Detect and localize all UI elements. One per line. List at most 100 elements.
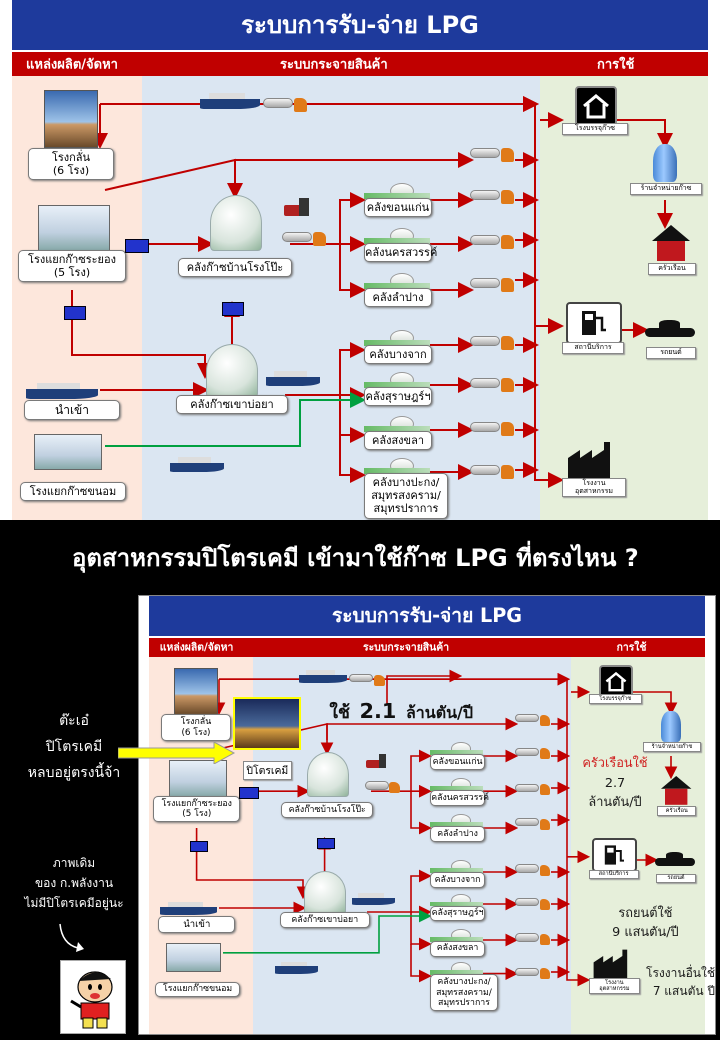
flow-khanom-green (105, 392, 366, 447)
truck-r1-tank (470, 147, 500, 158)
section-usage: การใช้ (597, 57, 635, 73)
import-ship (26, 377, 98, 399)
industry-label-line-1: อุตสาหกรรม (575, 486, 613, 495)
truck-r1-cab (500, 148, 514, 162)
car-icon (645, 320, 695, 340)
bangpakong: คลังบางปะกง/สมุทรสงคราม/สมุทรปราการ (430, 974, 498, 1012)
car-bottom (655, 858, 695, 866)
train-body (366, 759, 382, 769)
house-icon (652, 225, 690, 261)
truck-top (349, 673, 385, 686)
suratthani: คลังสุราษฎร์ฯ (364, 387, 432, 407)
flow-to-bangchak (285, 342, 366, 396)
bangchak-base (430, 868, 483, 873)
gas-station-icon (591, 837, 638, 872)
khaoboya-sphere-icon (303, 871, 346, 915)
shop-label-line-0: ร้านจำหน่ายก๊าซ (640, 184, 692, 192)
refinery-image (44, 90, 98, 148)
truck-r8 (470, 463, 514, 479)
car-icon (655, 852, 695, 868)
ship-low-deck (178, 457, 211, 463)
car-bottom (645, 328, 695, 337)
flow-to-lampang (339, 244, 366, 298)
bangchak: คลังบางจาก (430, 872, 485, 888)
pipeline-khaoboya-banrongpo (222, 302, 244, 316)
refinery-label-line-0: โรงกลั่น (180, 716, 212, 727)
truck-r8-cab (539, 968, 551, 980)
truck-r1-tank (515, 714, 539, 723)
truck-r4 (470, 276, 514, 292)
truck-mid-tank (282, 231, 312, 242)
house-roof (660, 776, 691, 789)
ship-mid-hull (351, 897, 395, 905)
khonkaen-base (364, 193, 430, 199)
ship-low (275, 958, 319, 974)
warehouse-icon (575, 86, 617, 126)
truck-r2-cab (500, 190, 514, 204)
section-header-bar: แหล่งผลิต/จัดหาระบบกระจายสินค้าการใช้ (12, 52, 708, 76)
khonkaen-line-0: คลังขอนแก่น (366, 201, 430, 214)
nakhonsawan-base (364, 238, 430, 244)
cartoon-character-image (60, 960, 126, 1034)
khonkaen-base (430, 750, 483, 756)
truck-r1 (515, 713, 551, 726)
section-sources: แหล่งผลิต/จัดหา (159, 641, 234, 654)
import-label-line-0: นำเข้า (55, 403, 89, 417)
petrochem-usage-prefix: ใช้ (329, 703, 350, 724)
pipeline-rayong-khaoboya (190, 840, 209, 853)
section-usage: การใช้ (616, 641, 647, 654)
truck-r5-cab (500, 336, 514, 350)
train-cab (299, 198, 310, 216)
import-label: นำเข้า (158, 916, 236, 933)
import-ship (159, 898, 218, 916)
shop-label: ร้านจำหน่ายก๊าซ (630, 183, 702, 195)
ship-top-deck (306, 670, 335, 676)
ship-top-hull (200, 99, 260, 109)
car-usage-line-2: 9 แสนตัน/ปี (612, 925, 679, 941)
car-label-line-0: รถยนต์ (660, 348, 682, 356)
ship-mid-hull (266, 377, 320, 386)
flow-lines (195, 669, 678, 987)
note-line-3: ไม่มีปิโตรเคมีอยู่นะ (24, 896, 124, 910)
ship-low-hull (275, 966, 319, 974)
station-label-line-0: สถานีบริการ (574, 343, 612, 351)
rayong-gsp-image (38, 205, 110, 251)
household-label: ครัวเรือน (657, 806, 697, 817)
ship-mid (351, 889, 395, 905)
bangchak: คลังบางจาก (364, 345, 432, 365)
nakhonsawan-line-0: คลังนครสวรรค์ (365, 246, 438, 259)
truck-r1 (470, 146, 514, 162)
truck-r4-cab (500, 278, 514, 292)
house-body (664, 788, 687, 805)
pipeline-rayong-banrongpo (239, 787, 259, 799)
flow-rayong-to-khaoboya (71, 290, 213, 379)
warehouse-label: โรงบรรจุก๊าซ (562, 123, 628, 135)
section-distribution: ระบบกระจายสินค้า (362, 641, 450, 654)
truck-mid (282, 230, 326, 246)
khonkaen: คลังขอนแก่น (364, 198, 432, 218)
truck-r1-cab (539, 714, 551, 726)
truck-top-tank (349, 674, 374, 683)
import-ship-deck (168, 902, 203, 908)
truck-r4-tank (470, 277, 500, 288)
truck-r5-cab (539, 865, 551, 876)
nakhonsawan-line-0: คลังนครสวรรค์ (431, 792, 490, 803)
truck-r4-cab (539, 818, 551, 830)
lampang-base (364, 283, 430, 289)
truck-r6-tank (515, 898, 539, 907)
truck-mid-cab (312, 232, 326, 246)
industry-label-line-0: โรงงาน (582, 479, 606, 487)
truck-r2 (470, 188, 514, 204)
section-distribution: ระบบกระจายสินค้า (280, 57, 388, 73)
warehouse-icon (599, 664, 634, 698)
car-label-line-0: รถยนต์ (667, 875, 685, 882)
truck-r8-tank (470, 464, 500, 475)
truck-r6-tank (470, 377, 500, 388)
flow-refinery-truck (326, 717, 519, 740)
bangpakong-line-1: สมุทรสงคราม/ (436, 987, 492, 998)
gas-station-icon (566, 302, 622, 344)
songkhla-line-0: คลังสงขลา (436, 943, 479, 954)
car-label: รถยนต์ (655, 873, 697, 884)
bangpakong-line-2: สมุทรปราการ (438, 998, 490, 1009)
house-body (657, 241, 685, 261)
